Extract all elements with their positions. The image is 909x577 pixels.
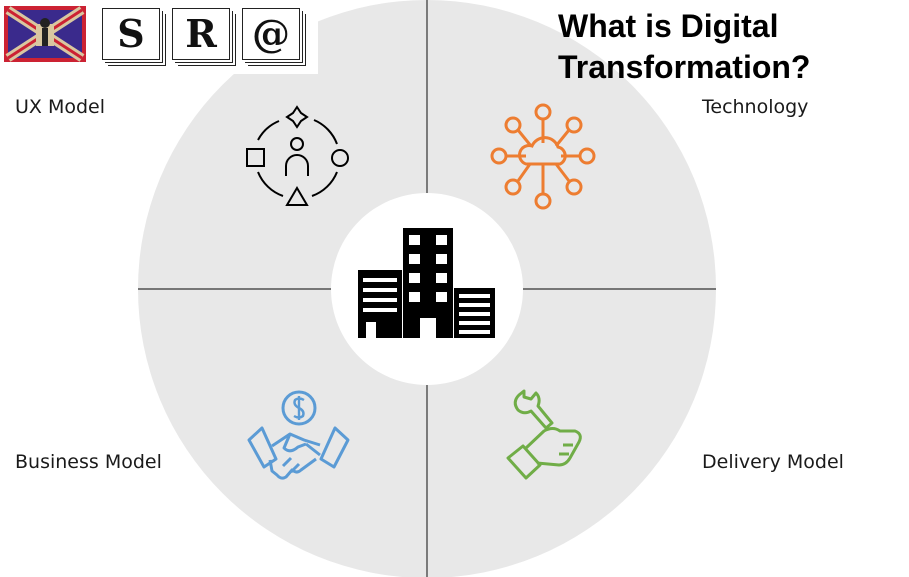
label-ux-model: UX Model — [15, 96, 106, 118]
label-technology: Technology — [702, 96, 809, 118]
logo-letter-s: S — [102, 8, 160, 60]
cloud-network-icon — [490, 103, 596, 210]
user-experience-icon — [246, 105, 349, 206]
logo-letter-r: R — [172, 8, 230, 60]
wrench-hand-icon — [506, 389, 582, 480]
page-title: What is Digital Transformation? — [558, 8, 811, 85]
flag-icon — [4, 6, 86, 62]
handshake-icon — [247, 390, 350, 480]
logo-letter-at: @ — [242, 8, 300, 60]
label-business-model: Business Model — [15, 451, 162, 473]
building-icon — [358, 228, 495, 338]
logo: S R @ — [0, 0, 318, 74]
label-delivery-model: Delivery Model — [702, 451, 844, 473]
